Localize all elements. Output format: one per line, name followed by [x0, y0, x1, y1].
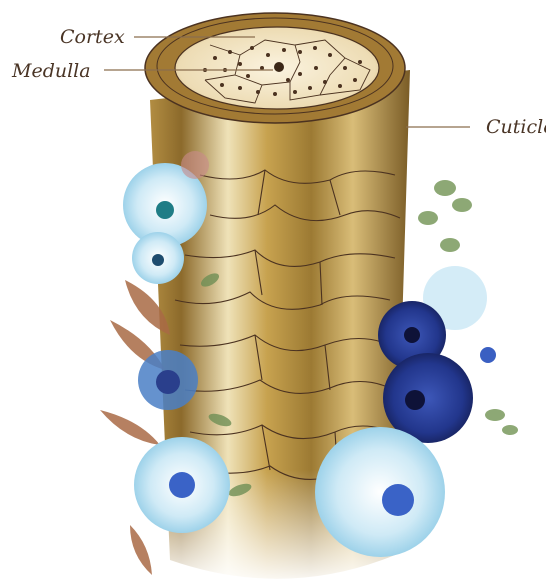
medulla-core: [274, 62, 284, 72]
cross-section: [145, 13, 405, 123]
cuticle-label: Cuticle: [486, 116, 546, 138]
cuticle-label-group: Cuticle: [406, 116, 546, 138]
medulla-label: Medulla: [11, 60, 91, 82]
cortex-label: Cortex: [60, 26, 125, 48]
